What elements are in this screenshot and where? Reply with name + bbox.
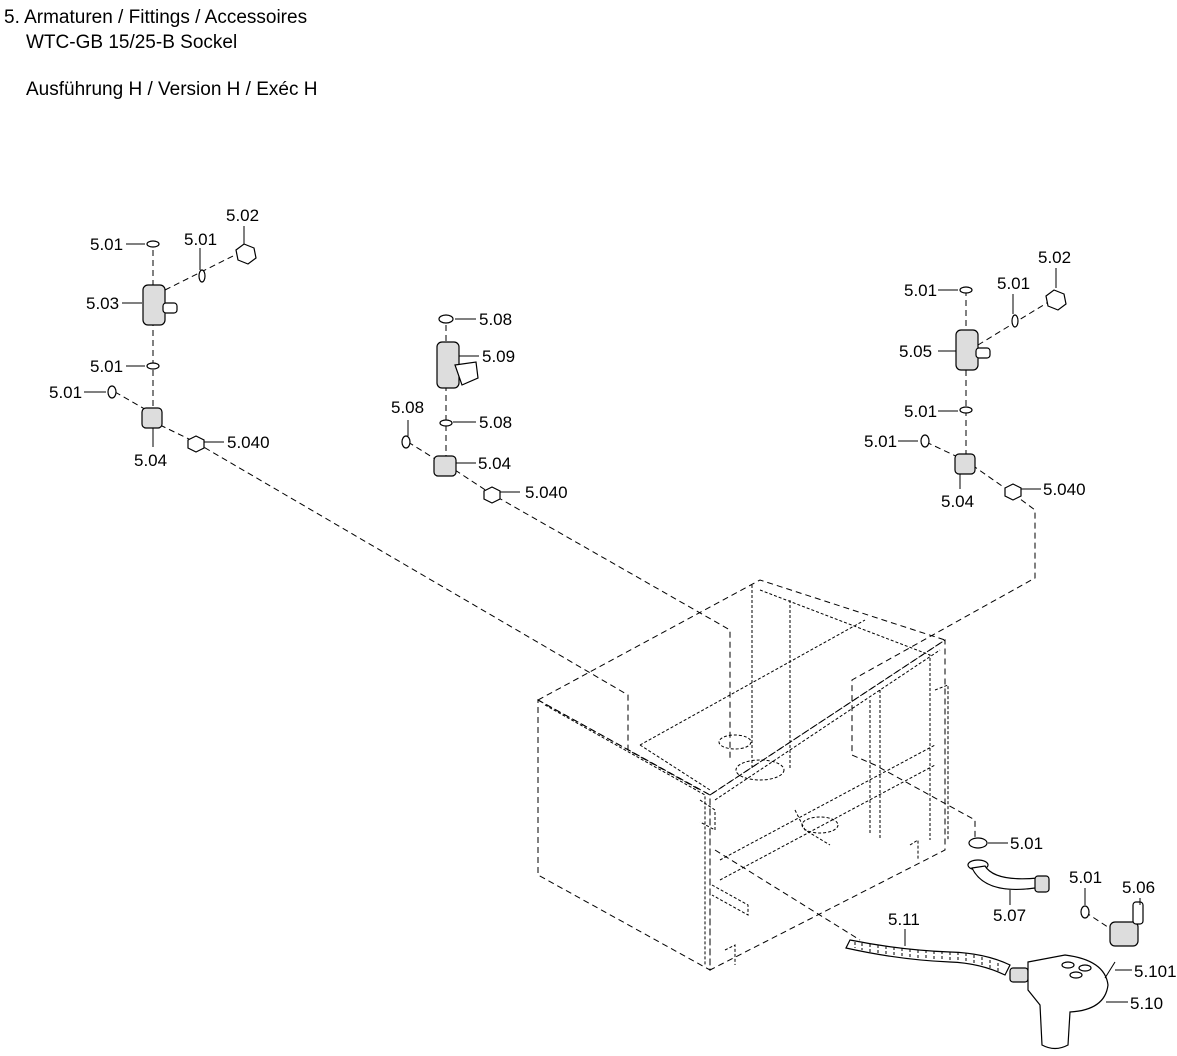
part-label: 5.04 [941,492,974,511]
page-title: 5. Armaturen / Fittings / Accessoires [4,7,308,28]
seal-part [438,314,454,324]
o-ring-part [107,385,117,399]
o-ring-part [1080,905,1090,919]
part-label: 5.01 [997,274,1030,293]
o-ring-part [920,434,930,448]
leader-lines [84,226,1141,1003]
o-ring-part [146,240,160,248]
part-label: 5.01 [90,357,123,376]
part-label: 5.01 [1010,834,1043,853]
nut-part [1045,289,1067,311]
part-label: 5.08 [391,398,424,417]
part-label: 5.040 [227,433,270,452]
meter-head-part [454,361,479,386]
part-label: 5.09 [482,347,515,366]
seal-part [401,435,411,449]
o-ring-part [968,837,988,849]
o-ring-part [1011,314,1019,328]
o-ring-part [146,362,160,370]
hose-connector-part [1009,967,1029,983]
right-fitting-assembly [920,286,1067,501]
drain-assembly [845,837,1144,1050]
siphon-part [1027,954,1109,1050]
o-ring-part [959,286,973,294]
part-label: 5.01 [864,432,897,451]
part-label: 5.040 [525,483,568,502]
part-label: 5.10 [1130,994,1163,1013]
valve-part [1109,921,1139,947]
seal-part [439,419,453,427]
siphon-opening [1078,964,1092,972]
left-fitting-assembly [107,240,257,453]
nut-part [235,243,257,265]
part-label: 5.01 [49,383,82,402]
nut-part [187,435,205,453]
screw-part [1104,961,1116,979]
nut-part [1004,483,1022,501]
part-label: 5.02 [1038,248,1071,267]
part-label: 5.040 [1043,480,1086,499]
part-label: 5.05 [899,342,932,361]
part-label: 5.08 [479,413,512,432]
part-label: 5.01 [904,402,937,421]
part-label: 5.101 [1134,962,1177,981]
middle-fitting-assembly [401,314,501,504]
part-label: 5.01 [184,230,217,249]
part-label: 5.01 [90,235,123,254]
part-label: 5.04 [134,451,167,470]
part-label: 5.06 [1122,878,1155,897]
o-ring-part [959,406,973,414]
valve-body-part [142,284,166,326]
valve-handle-part [975,347,991,359]
bend-pipe-end-part [1034,875,1050,893]
siphon-opening [1069,971,1083,979]
part-label: 5.04 [478,454,511,473]
model-subtitle: WTC-GB 15/25-B Sockel [26,32,238,53]
hose-part [845,939,1011,976]
siphon-opening [1061,961,1075,969]
part-label: 5.01 [1069,868,1102,887]
part-label: 5.01 [904,281,937,300]
part-label: 5.07 [993,906,1026,925]
part-labels: 5.01 5.01 5.02 5.03 5.01 5.01 5.04 5.040… [49,206,1177,1013]
part-label: 5.11 [888,910,920,929]
version-subtitle: Ausführung H / Version H / Exéc H [26,79,318,100]
base-cabinet-outline [536,579,949,971]
bend-pipe-part [971,865,1039,891]
tee-fitting-part [954,453,976,475]
valve-stem-part [1132,901,1144,925]
tee-fitting-part [141,407,163,429]
nut-part [483,486,501,504]
o-ring-part [198,269,206,283]
part-label: 5.03 [86,294,119,313]
part-label: 5.08 [479,310,512,329]
part-label: 5.02 [226,206,259,225]
tee-fitting-part [433,455,457,477]
valve-handle-part [162,302,178,314]
valve-body-part [955,329,979,371]
